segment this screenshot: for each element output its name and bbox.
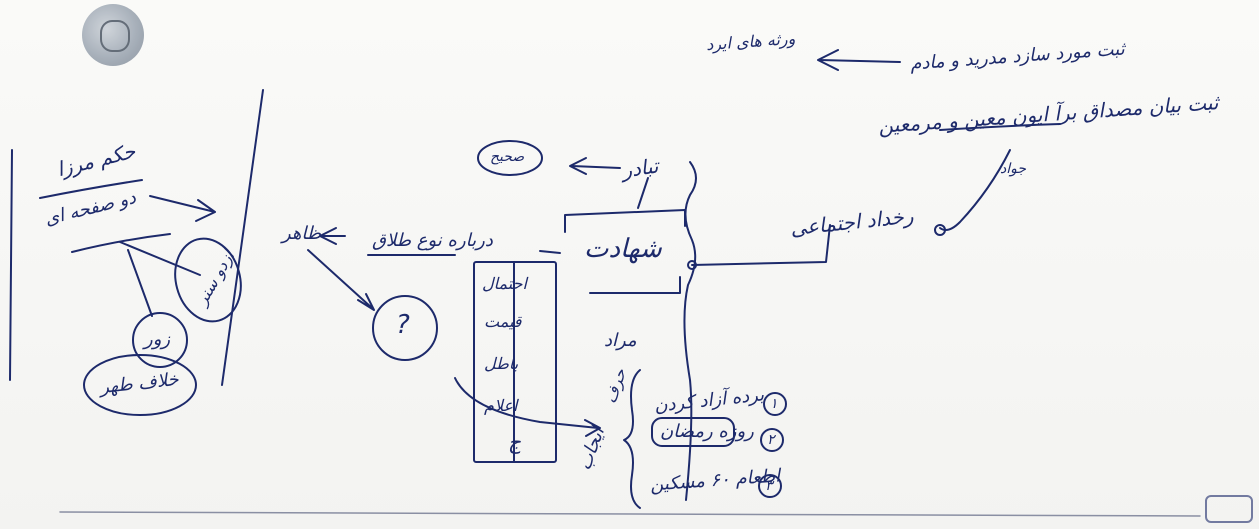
tabadur-arrow <box>569 157 621 175</box>
center-tick <box>637 177 649 209</box>
item3-num-circle <box>758 474 782 498</box>
circle-mid-outline <box>132 312 188 368</box>
wavy-vertical <box>683 161 697 501</box>
arrow-into-box <box>454 377 601 437</box>
ekhrad-connector <box>691 224 831 266</box>
bottom-brace <box>623 369 641 509</box>
item2-number: ۲ <box>767 432 775 448</box>
round-stamp-icon <box>82 4 144 66</box>
sahih-circle <box>477 140 543 176</box>
marad-label: مراد <box>604 330 637 351</box>
top-right-arrow <box>817 49 901 71</box>
item1-number: ۱ <box>770 396 778 412</box>
margin-divider <box>221 89 264 386</box>
top-underline <box>939 123 1061 131</box>
zahir-arrow <box>319 227 346 245</box>
sahadat-box-top <box>564 209 686 233</box>
list-item-5: ج <box>508 430 521 454</box>
tabadur-label: تبادر <box>620 153 660 183</box>
sahadat-label: شهادت <box>584 234 662 264</box>
question-arrow <box>307 249 375 311</box>
item1-num-circle <box>763 392 787 416</box>
item3-number: ۳ <box>765 478 773 494</box>
left-connector-2 <box>127 249 153 317</box>
zahir-label: ظاهر <box>282 223 322 244</box>
sahih-label: صحیح <box>490 149 525 165</box>
circle-mid-label: زور <box>144 329 171 350</box>
small-node-circle <box>934 224 946 236</box>
list-item-4: اعلام <box>484 396 518 415</box>
talaq-label: درباره نوع طلاق <box>372 230 493 251</box>
top-under-note: جواد <box>1000 161 1027 177</box>
item2-highlight-box <box>651 417 735 447</box>
question-circle <box>372 295 438 361</box>
list-item-1: احتمال <box>482 274 527 293</box>
circle-top-outline <box>174 237 242 323</box>
page-corner-box <box>1205 495 1253 523</box>
left-edge-line <box>9 149 13 381</box>
ekhrad-node <box>687 260 697 270</box>
question-label: ? <box>396 310 410 340</box>
left-connector-1 <box>119 241 201 276</box>
left-arrow <box>149 195 216 222</box>
circle-bottom-outline <box>83 354 197 416</box>
left-underline-1 <box>39 179 143 199</box>
talaq-arrow <box>539 250 561 254</box>
list-item-2: قیمت <box>484 312 522 331</box>
item2-text: روزه رمضان <box>660 421 754 442</box>
item2-num-circle <box>760 428 784 452</box>
sahadat-box-bottom <box>589 276 681 294</box>
list-item-3: باطل <box>484 354 519 373</box>
bottom-border <box>59 511 1201 517</box>
